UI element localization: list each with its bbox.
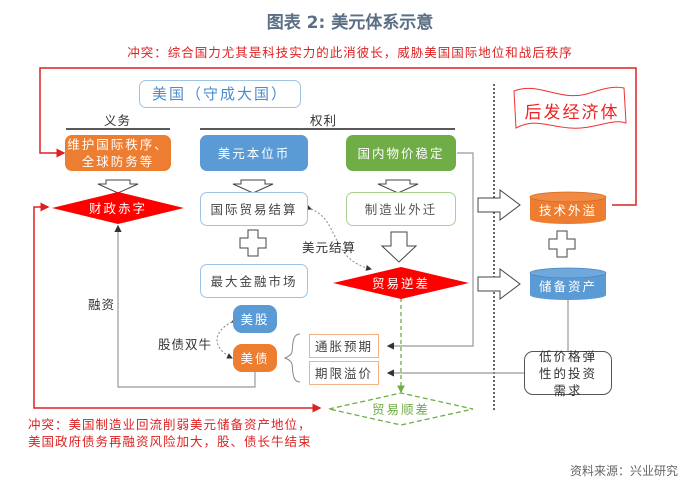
right-arrow-reserve — [477, 268, 521, 300]
tech-spillover-label: 技术外溢 — [538, 202, 597, 218]
plus-icon-left — [239, 229, 267, 257]
trade-deficit-label: 贸易逆差 — [371, 275, 430, 291]
conflict-loop-bottom — [33, 206, 322, 413]
obligations-label: 义务 — [104, 113, 132, 128]
emerging-header: 后发经济体 — [524, 103, 620, 123]
dollar-settlement-curve — [305, 204, 372, 271]
plus-icon-right — [548, 230, 576, 258]
us-bonds-box: 美债 — [233, 344, 277, 372]
dual-bull-curve — [216, 317, 238, 359]
source-note: 资料来源：兴业研究 — [569, 464, 678, 478]
trade-deficit-diamond — [333, 267, 469, 299]
term-premium-box: 期限溢价 — [309, 361, 379, 385]
fiscal-deficit-label: 财政赤字 — [88, 200, 147, 216]
maintain-order-box: 维护国际秩序、全球防务等 — [65, 135, 171, 171]
us-header-box: 美国（守成大国） — [139, 80, 301, 108]
price-stability-box: 国内物价稳定 — [346, 135, 456, 171]
dollar-settlement-label: 美元结算 — [302, 240, 357, 255]
down-arrow-dollar — [232, 179, 274, 194]
financing-label: 融资 — [88, 297, 116, 312]
financing-line — [114, 224, 256, 388]
page-title: 图表 2: 美元体系示意 — [266, 13, 434, 33]
tech-spillover-cylinder — [529, 191, 607, 224]
right-arrow-tech — [477, 189, 521, 221]
brace — [283, 333, 301, 383]
down-arrow-price — [377, 179, 419, 194]
fiscal-deficit-diamond — [52, 192, 184, 224]
low-elasticity-box: 低价格弹性的投资需求 — [524, 349, 612, 398]
us-stocks-box: 美股 — [233, 305, 277, 333]
price-to-inflation-line — [386, 152, 474, 350]
trade-settlement-box: 国际贸易结算 — [200, 192, 308, 226]
dollar-standard-box: 美元本位币 — [200, 135, 308, 171]
emerging-flag — [513, 86, 627, 129]
reserve-assets-label: 储备资产 — [538, 278, 597, 294]
down-arrow-obligation — [97, 179, 139, 194]
rights-label: 权利 — [310, 113, 338, 128]
inflation-expectations-box: 通胀预期 — [309, 334, 379, 358]
largest-market-box: 最大金融市场 — [200, 264, 308, 298]
conflict-bottom-line1: 冲突：美国制造业回流削弱美元储备资产地位， — [28, 417, 312, 432]
trade-surplus-diamond — [328, 392, 474, 426]
trade-surplus-label: 贸易顺差 — [371, 401, 430, 417]
reserve-assets-cylinder — [529, 267, 607, 300]
manufacturing-outflow-box: 制造业外迁 — [346, 192, 456, 226]
dual-bull-label: 股债双牛 — [158, 337, 213, 352]
conflict-loop-top — [39, 67, 637, 206]
conflict-top-text: 冲突：综合国力尤其是科技实力的此消彼长，威胁美国国际地位和战后秩序 — [127, 45, 573, 60]
down-arrow-manufacturing — [380, 231, 418, 263]
conflict-bottom-line2: 美国政府债务再融资风险加大，股、债长牛结束 — [28, 434, 312, 449]
